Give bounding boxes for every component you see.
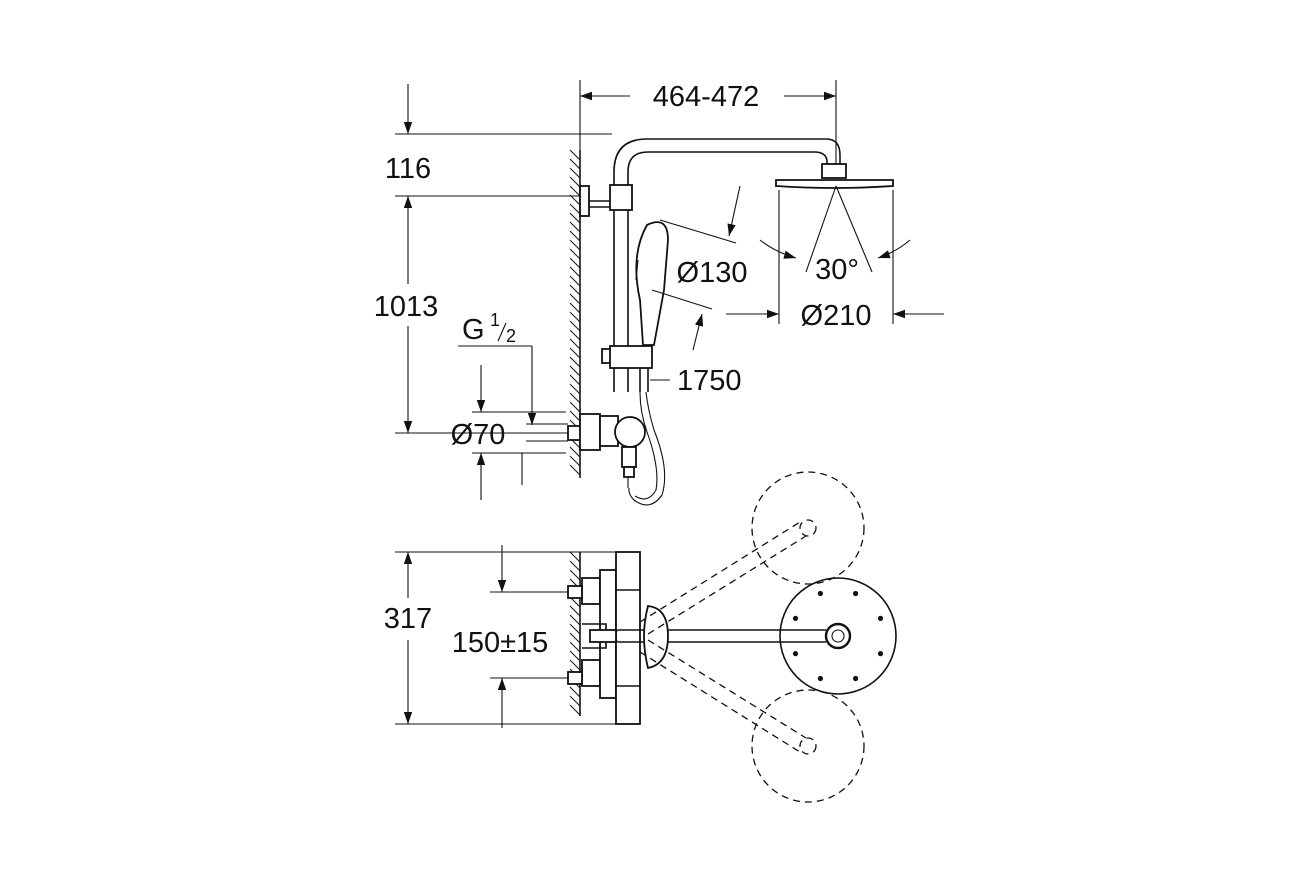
riser-rail [609, 138, 841, 392]
wall-hatch-line [569, 275, 581, 287]
wall-hatch-line [569, 650, 581, 662]
nozzle-dot [877, 651, 884, 657]
nozzle-dot [792, 615, 799, 621]
head-shower-top [779, 577, 897, 695]
inlet-spacing-label: 150±15 [452, 627, 549, 659]
wall-hatch-line [569, 560, 581, 572]
top-view: 317 150±15 [384, 471, 897, 803]
wall-bracket [579, 185, 590, 217]
wall-hatch-line [569, 605, 581, 617]
wall-hatch-line [569, 704, 581, 716]
wall-hatch-line [569, 464, 581, 476]
wall-hatch-line [569, 551, 581, 563]
wall-hatch-line [569, 365, 581, 377]
wall-hatch-line [569, 311, 581, 323]
wall-section-top [569, 551, 581, 716]
hand-shower-label: Ø130 [677, 257, 748, 289]
wall-hatch-line [569, 230, 581, 242]
wall-hatch-line [569, 686, 581, 698]
wall-hatch-line [569, 203, 581, 215]
wall-hatch-line [569, 356, 581, 368]
nozzle-dot [817, 590, 823, 597]
wall-hatch-line [569, 221, 581, 233]
wall-hatch-line [569, 248, 581, 260]
wall-hatch-line [569, 284, 581, 296]
wall-hatch-line [569, 212, 581, 224]
wall-hatch-line [569, 320, 581, 332]
wall-hatch-line [569, 239, 581, 251]
wall-hatch-line [569, 374, 581, 386]
wall-hatch-line [569, 623, 581, 635]
side-view: 464-472 116 1013 G 1 2 [374, 80, 944, 506]
wall-hatch-line [569, 338, 581, 350]
nozzle-dot [853, 590, 859, 597]
shower-arm-top [589, 629, 826, 643]
wall-hatch-line [569, 302, 581, 314]
depth-label: 317 [384, 603, 432, 635]
wall-hatch-line [569, 185, 581, 197]
wall-hatch-line [569, 392, 581, 404]
nozzle-dot [877, 615, 884, 621]
head-shower-label: Ø210 [801, 300, 872, 332]
dimension-width: 464-472 [579, 80, 837, 163]
thread-letter: G [462, 314, 485, 346]
wall-hatch-line [569, 194, 581, 206]
wall-hatch-line [569, 641, 581, 653]
dimension-pipe-offset: 116 [385, 84, 612, 197]
dimension-rosette: Ø70 [451, 365, 568, 500]
thread-callout: G 1 2 [458, 310, 537, 425]
swivel-positions [639, 471, 865, 803]
head-shower [775, 163, 894, 189]
wall-hatch-line [569, 329, 581, 341]
wall-hatch-line [569, 257, 581, 269]
thread-numerator: 1 [490, 310, 500, 330]
nozzle-dot [792, 651, 799, 657]
wall-hatch-line [569, 569, 581, 581]
dimension-depth: 317 [384, 551, 616, 725]
thread-denominator: 2 [506, 326, 516, 346]
wall-hatch-line [569, 383, 581, 395]
shower-hose [628, 391, 666, 506]
rosette-label: Ø70 [451, 419, 506, 451]
wall-hatch-line [569, 659, 581, 671]
wall-hatch-line [569, 455, 581, 467]
hand-shower [635, 221, 669, 346]
wall-hatch-line [569, 695, 581, 707]
wall-hatch-line [569, 167, 581, 179]
wall-hatch-line [569, 632, 581, 644]
wall-hatch-line [569, 401, 581, 413]
slider-holder [601, 345, 653, 392]
dimension-hose: 1750 [650, 365, 742, 397]
dimension-head-shower: Ø210 [726, 190, 944, 332]
width-label: 464-472 [653, 81, 759, 113]
wall-hatch-line [569, 446, 581, 458]
dimension-inlet-spacing: 150±15 [452, 545, 568, 728]
wall-hatch-line [569, 266, 581, 278]
mixer-body-top [567, 551, 641, 725]
wall-hatch-line [569, 410, 581, 422]
dimension-height: 1013 [374, 196, 568, 434]
dimension-swivel-angle: 30° [759, 185, 911, 286]
wall-hatch-line [569, 347, 581, 359]
swivel-angle-label: 30° [815, 254, 859, 286]
hand-shower-top [643, 605, 669, 670]
wall-hatch-line [569, 293, 581, 305]
nozzle-dot [817, 675, 823, 682]
dimension-hand-shower: Ø130 [651, 185, 748, 351]
wall-hatch-line [569, 614, 581, 626]
hose-length-label: 1750 [677, 365, 742, 397]
wall-hatch-line [569, 176, 581, 188]
wall-hatch-line [569, 158, 581, 170]
wall-hatch-line [569, 149, 581, 161]
pipe-offset-label: 116 [385, 153, 431, 185]
height-label: 1013 [374, 291, 439, 323]
nozzle-dot [853, 675, 859, 682]
